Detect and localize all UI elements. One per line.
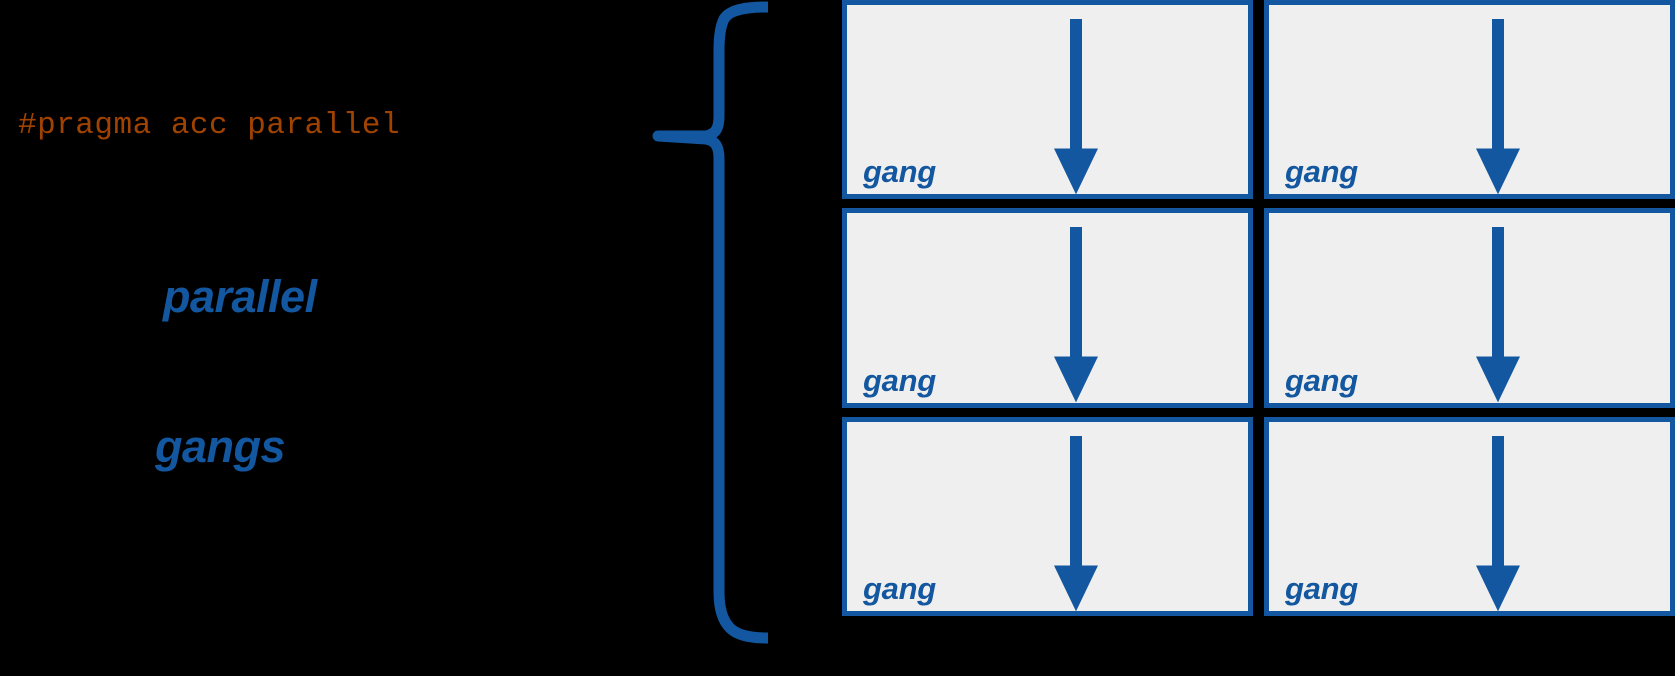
gang-label: gang bbox=[1285, 570, 1358, 606]
down-arrow-svg bbox=[1475, 227, 1520, 403]
down-arrow-svg bbox=[1475, 435, 1520, 611]
gang-grid: gang gang gang bbox=[842, 0, 1675, 616]
gang-label: gang bbox=[1285, 362, 1358, 398]
gang-label: gang bbox=[863, 154, 936, 190]
keyword-label-parallel: parallel bbox=[163, 271, 317, 322]
gang-box: gang bbox=[842, 416, 1253, 616]
down-arrow-icon bbox=[1468, 227, 1528, 403]
down-arrow-icon bbox=[1046, 435, 1106, 611]
down-arrow-svg bbox=[1475, 19, 1520, 195]
down-arrow-svg bbox=[1053, 227, 1098, 403]
down-arrow-icon bbox=[1468, 19, 1528, 195]
gang-box: gang bbox=[842, 208, 1253, 408]
gang-label: gang bbox=[1285, 154, 1358, 190]
pragma-directive-text: #pragma acc parallel bbox=[18, 108, 401, 143]
curly-brace-svg bbox=[652, 1, 774, 644]
gang-label: gang bbox=[863, 570, 936, 606]
down-arrow-icon bbox=[1468, 435, 1528, 611]
gang-box: gang bbox=[1264, 416, 1675, 616]
gang-box: gang bbox=[1264, 208, 1675, 408]
gang-label: gang bbox=[863, 362, 936, 398]
gang-box: gang bbox=[842, 0, 1253, 200]
down-arrow-icon bbox=[1046, 19, 1106, 195]
down-arrow-icon bbox=[1046, 227, 1106, 403]
down-arrow-svg bbox=[1053, 435, 1098, 611]
down-arrow-svg bbox=[1053, 19, 1098, 195]
gang-box: gang bbox=[1264, 0, 1675, 200]
keyword-label-gangs: gangs bbox=[155, 421, 286, 472]
curly-brace-icon bbox=[648, 0, 774, 648]
